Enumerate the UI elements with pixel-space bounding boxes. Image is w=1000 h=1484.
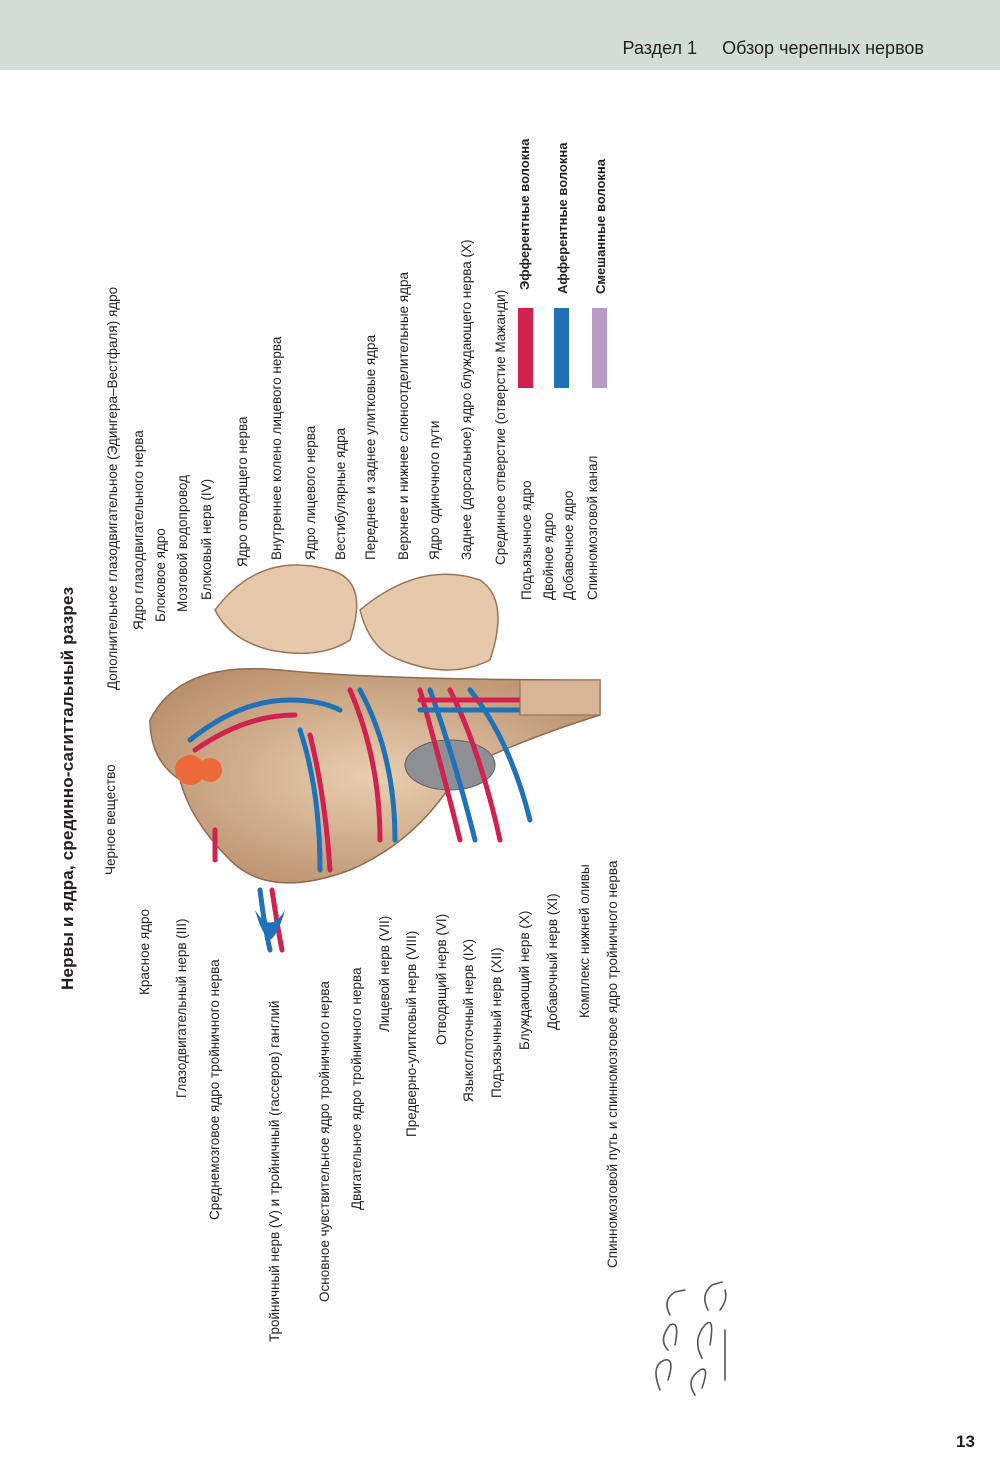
- label-glossopharyngeal-nerve: Языкоглоточный нерв (IX): [461, 939, 476, 1102]
- label-hypoglossal-nerve: Подъязычный нерв (XII): [489, 947, 504, 1098]
- legend-mixed-swatch: [592, 308, 607, 388]
- label-salivatory-nuclei: Верхнее и нижнее слюноотделительные ядра: [396, 271, 411, 560]
- legend-efferent-label: Эфферентные волокна: [517, 138, 532, 290]
- label-edinger-westphal: Дополнительное глазодвигательное (Эдинге…: [105, 286, 120, 690]
- legend-mixed-label: Смешанные волокна: [593, 158, 608, 294]
- brainstem-illustration: [149, 564, 601, 953]
- section-label: Раздел 1: [622, 38, 698, 58]
- label-vestibulocochlear-nerve: Предверно-улитковый нерв (VIII): [404, 930, 419, 1137]
- header-band: [0, 0, 1000, 70]
- chapter-title: Обзор черепных нервов: [722, 38, 924, 58]
- label-mesencephalic-nucleus: Среднемозговое ядро тройничного нерва: [207, 959, 222, 1220]
- label-dorsal-vagal-nucleus: Заднее (дорсальное) ядро блуждающего нер…: [459, 239, 474, 560]
- legend-afferent-swatch: [554, 308, 569, 388]
- label-motor-nucleus-trigeminal: Двигательное ядро тройничного нерва: [349, 967, 364, 1211]
- label-magendie-foramen: Срединное отверстие (отверстие Мажанди): [493, 289, 508, 565]
- running-header: Раздел 1 Обзор черепных нервов: [623, 38, 924, 59]
- label-substantia-nigra: Черное вещество: [103, 764, 118, 875]
- label-internal-genu: Внутреннее колено лицевого нерва: [269, 336, 284, 560]
- label-principal-sensory-nucleus: Основное чувствительное ядро тройничного…: [317, 981, 332, 1302]
- label-cochlear-nuclei: Переднее и заднее улитковые ядра: [363, 334, 378, 560]
- label-trigeminal-ganglion: Тройничный нерв (V) и тройничный (гассер…: [267, 1000, 282, 1342]
- legend-efferent-swatch: [518, 308, 533, 388]
- artist-signature: [655, 1281, 727, 1396]
- legend-afferent-label: Афферентные волокна: [555, 142, 570, 294]
- page-number: 13: [956, 1432, 975, 1451]
- figure-title: Нервы и ядра, срединно-сагиттальный разр…: [58, 586, 77, 990]
